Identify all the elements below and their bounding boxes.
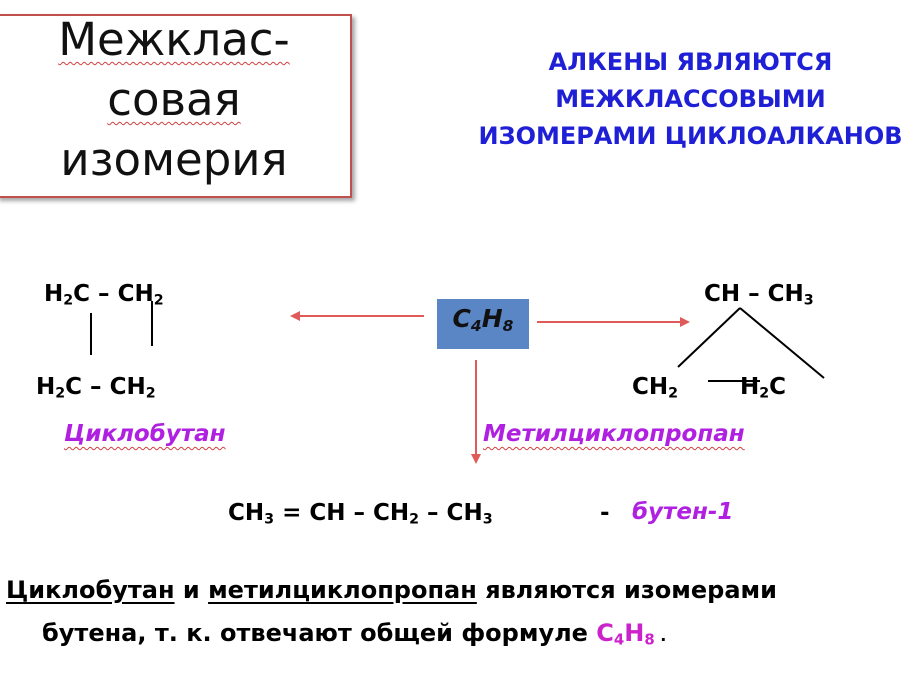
slide-title: Межклас- совая изомерия [0, 10, 348, 190]
conclusion-line-1: Циклобутан и метилциклопропан являются и… [6, 576, 777, 604]
conclusion-formula: C4H8 [596, 619, 655, 649]
cyclopropane-bond-left [677, 307, 741, 368]
title-line-3: изомерия [60, 133, 288, 186]
butene-dash: - [600, 500, 610, 526]
conclusion-line-2: бутена, т. к. отвечают общей формуле C4H… [42, 619, 667, 649]
methylcyclopropane-left: CH2 [632, 374, 679, 402]
cyclopropane-bond-right [739, 307, 825, 379]
title-box [0, 14, 352, 198]
title-line-2: совая [107, 73, 241, 126]
butene-formula: CH3 = CH – CH2 – CH3 [228, 500, 493, 528]
heading-line-1: АЛКЕНЫ ЯВЛЯЮТСЯ [548, 48, 833, 76]
methylcyclopropane-right: H2C [740, 374, 787, 402]
center-formula-box [437, 299, 529, 349]
butene-name: бутен-1 [632, 499, 734, 525]
cyclobutane-top: H2C – CH2 [44, 281, 164, 309]
conclusion-methylcyclopropane: метилциклопропан [208, 576, 477, 604]
heading-line-2: МЕЖКЛАССОВЫМИ [555, 85, 826, 113]
cyclobutane-name: Циклобутан [64, 421, 226, 447]
title-line-1: Межклас- [58, 13, 290, 66]
center-formula: C4H8 [452, 304, 514, 335]
conclusion-cyclobutane: Циклобутан [6, 576, 175, 604]
heading-line-3: ИЗОМЕРАМИ ЦИКЛОАЛКАНОВ [478, 122, 903, 150]
cyclobutane-bottom: H2C – CH2 [36, 374, 156, 402]
methylcyclopropane-top: CH – CH3 [704, 281, 814, 309]
heading: АЛКЕНЫ ЯВЛЯЮТСЯ МЕЖКЛАССОВЫМИ ИЗОМЕРАМИ … [468, 44, 913, 155]
methylcyclopropane-name: Метилциклопропан [483, 421, 745, 447]
